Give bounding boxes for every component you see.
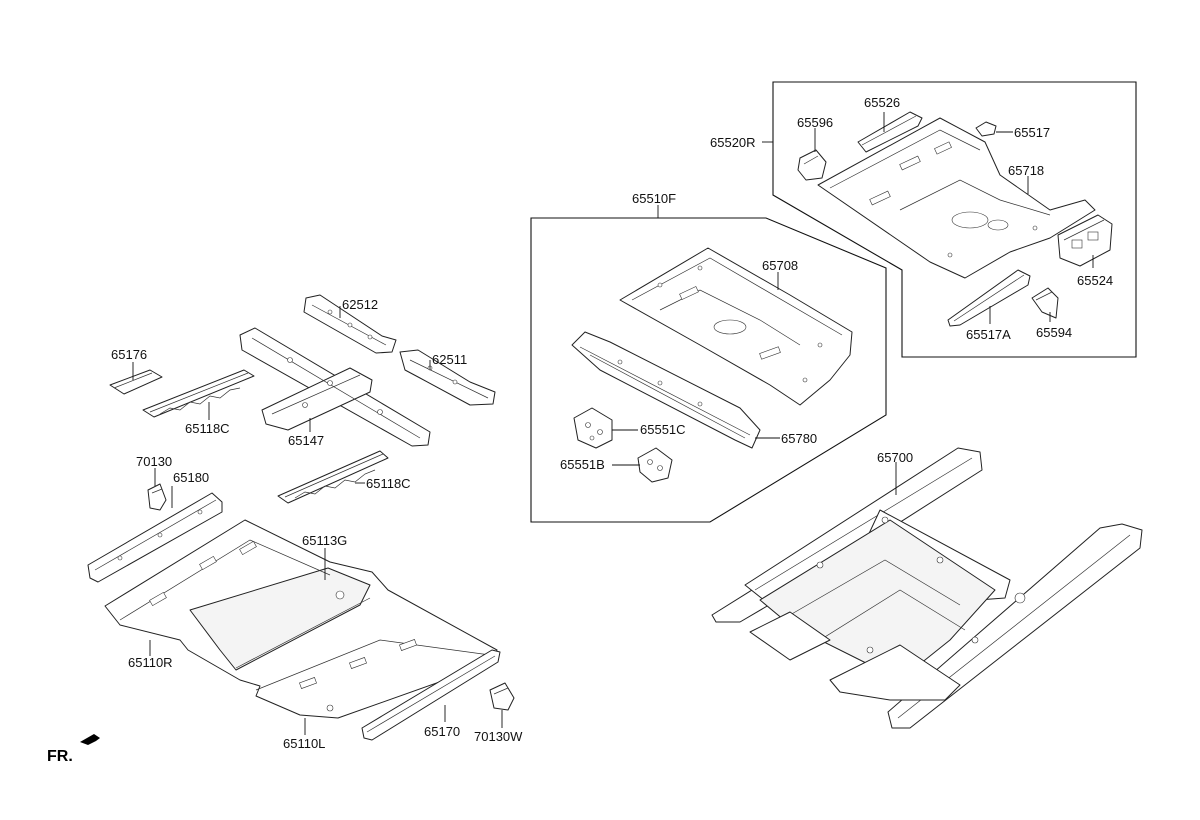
part-65596 (797, 149, 827, 181)
label-65551B: 65551B (560, 457, 605, 472)
label-65526: 65526 (864, 95, 900, 110)
part-62511 (399, 349, 496, 406)
part-65551B (637, 447, 673, 483)
label-65517: 65517 (1014, 125, 1050, 140)
label-65180: 65180 (173, 470, 209, 485)
label-65170: 65170 (424, 724, 460, 739)
part-65526 (857, 111, 923, 153)
part-65110-front-floor (104, 519, 498, 719)
label-70130: 70130 (136, 454, 172, 469)
part-70130W (489, 682, 515, 711)
part-65170 (361, 649, 501, 741)
label-65594: 65594 (1036, 325, 1072, 340)
label-65517A: 65517A (966, 327, 1011, 342)
part-65551C (573, 407, 613, 449)
label-65596: 65596 (797, 115, 833, 130)
label-65147: 65147 (288, 433, 324, 448)
part-62512 (303, 294, 397, 354)
part-65594 (1031, 287, 1059, 319)
label-65110R: 65110R (128, 655, 173, 670)
label-62511: 62511 (432, 352, 467, 367)
part-65780 (571, 331, 761, 449)
label-65113G: 65113G (302, 533, 347, 548)
label-65524: 65524 (1077, 273, 1113, 288)
part-65180 (87, 492, 223, 583)
group-box-65520R (772, 81, 1137, 358)
label-65780: 65780 (781, 431, 817, 446)
part-65524 (1057, 214, 1113, 267)
part-65708 (619, 247, 853, 406)
label-70130W: 70130W (474, 729, 523, 744)
group-box-65510F (530, 217, 887, 523)
label-62512: 62512 (342, 297, 378, 312)
part-65517 (975, 121, 997, 137)
front-direction-marker: FR. (47, 734, 100, 765)
label-65110L: 65110L (283, 736, 325, 751)
front-arrow-icon (80, 734, 100, 745)
label-65520R: 65520R (710, 135, 756, 150)
part-65118C-upper (142, 369, 255, 418)
part-65176 (109, 369, 163, 395)
label-65176: 65176 (111, 347, 147, 362)
label-65510F: 65510F (632, 191, 676, 206)
label-65708: 65708 (762, 258, 798, 273)
part-65147 (239, 327, 431, 447)
part-65718 (817, 117, 1096, 279)
part-65700 (711, 447, 1143, 729)
label-65551C: 65551C (640, 422, 686, 437)
label-65118C-lower: 65118C (366, 476, 411, 491)
part-65118C-lower (277, 450, 389, 504)
label-65118C-upper: 65118C (185, 421, 230, 436)
label-65718: 65718 (1008, 163, 1044, 178)
label-65700: 65700 (877, 450, 913, 465)
part-70130 (147, 483, 167, 511)
front-marker-label: FR. (47, 748, 73, 765)
part-65517A (947, 269, 1031, 327)
